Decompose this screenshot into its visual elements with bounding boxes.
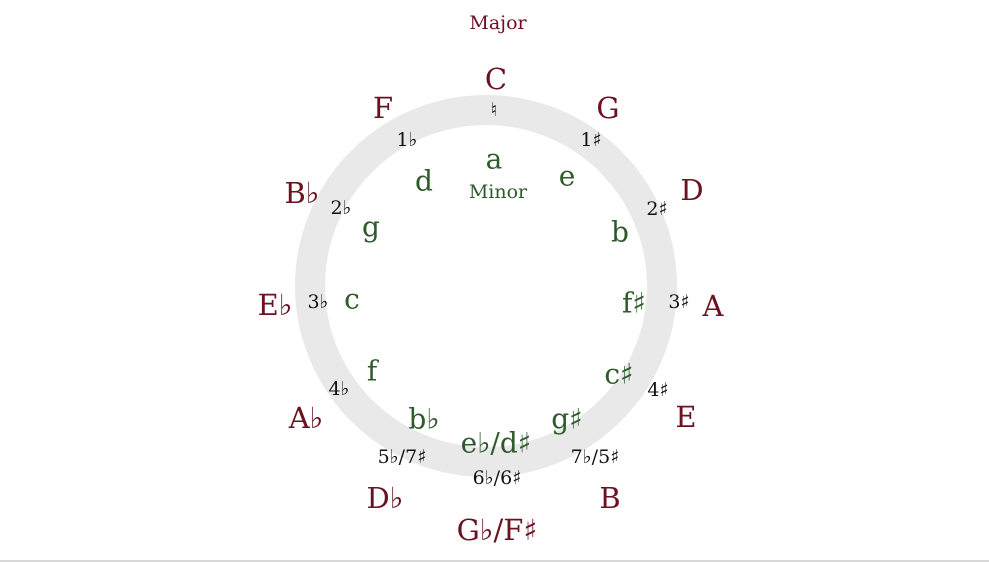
major-key-label: F: [373, 91, 393, 125]
signature-key-label: 5♭/7♯: [378, 446, 427, 468]
major-key-label: B♭: [285, 176, 320, 210]
signature-key-label: 7♭/5♯: [571, 446, 620, 468]
key-signature-ring: [295, 95, 677, 477]
signature-key-label: 1♯: [580, 129, 601, 151]
bottom-divider: [0, 560, 989, 562]
minor-key-label: b♭: [408, 403, 439, 436]
signature-key-label: 6♭/6♯: [473, 467, 522, 489]
signature-key-label: 3♭: [307, 291, 328, 313]
minor-key-label: b: [611, 216, 629, 249]
minor-key-label: e♭/d♯: [461, 427, 532, 460]
signature-key-label: 1♭: [396, 129, 417, 151]
signature-key-label: 4♯: [647, 379, 668, 401]
major-key-label: D: [680, 173, 703, 207]
major-key-label: C: [485, 62, 507, 96]
major-key-label: A♭: [288, 401, 324, 435]
major-key-label: E♭: [258, 288, 293, 322]
minor-key-label: d: [415, 165, 433, 198]
minor-key-label: g♯: [551, 403, 582, 436]
minor-key-label: g: [362, 211, 380, 244]
signature-key-label: 2♯: [646, 198, 667, 220]
signature-key-label: 4♭: [328, 378, 349, 400]
signature-key-label: ♮: [491, 99, 498, 121]
major-key-label: G♭/F♯: [457, 513, 538, 547]
major-key-label: B: [599, 481, 620, 515]
minor-key-label: e: [559, 160, 576, 193]
minor-key-label: c♯: [604, 358, 633, 391]
minor-key-label: f♯: [622, 287, 646, 320]
signature-key-label: 2♭: [330, 197, 351, 219]
minor-heading: Minor: [469, 181, 528, 203]
signature-key-label: 3♯: [668, 291, 689, 313]
key-labels: C ♮ a G 1♯e D 2♯ bA 3♯ f♯ E 4♯ c♯ B 7♭/5♯ g♯ G♭/F♯ 6♭/6♯ e…: [258, 62, 725, 547]
major-key-label: D♭: [367, 481, 404, 515]
major-key-label: G: [596, 91, 619, 125]
major-key-label: E: [675, 400, 696, 434]
minor-key-label: c: [344, 283, 360, 316]
minor-key-label: a: [486, 143, 503, 176]
major-heading: Major: [469, 12, 527, 34]
major-key-label: A: [702, 289, 725, 323]
minor-key-label: f: [367, 355, 380, 388]
